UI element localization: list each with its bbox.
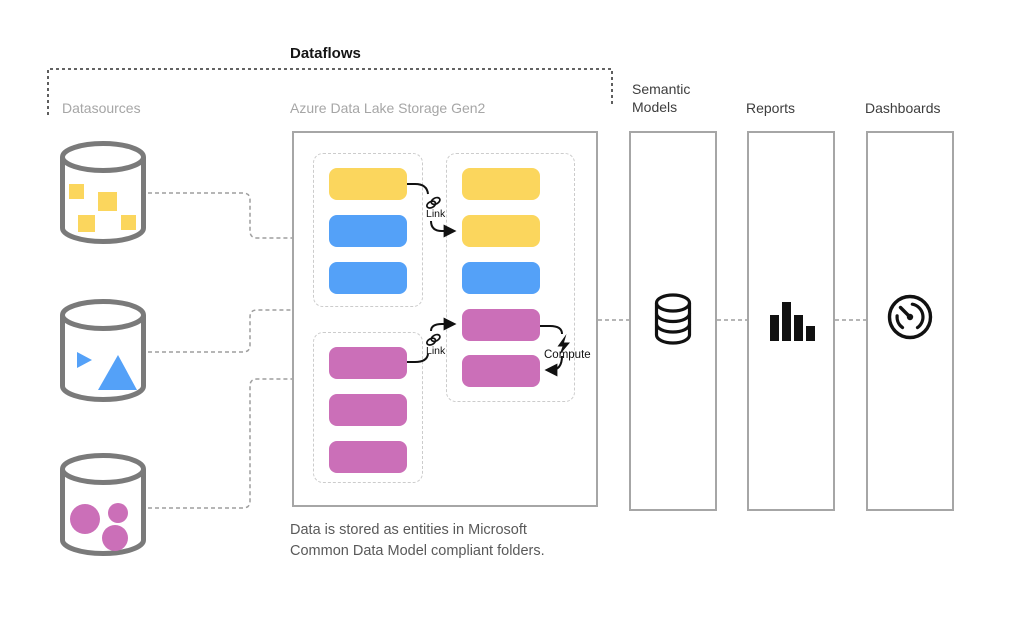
datasource-cylinder-circles <box>60 453 146 556</box>
triangle-shape <box>98 355 137 390</box>
square-shape <box>98 192 117 211</box>
compute-label: Compute <box>544 349 591 361</box>
entity-rect <box>462 215 540 247</box>
entity-rect <box>462 168 540 200</box>
entity-rect <box>329 215 407 247</box>
dataflows-title: Dataflows <box>290 45 361 62</box>
cylinder-top <box>60 141 146 173</box>
datasources-label: Datasources <box>62 100 141 116</box>
triangle-shape <box>77 352 92 368</box>
connector-datasource1-to-adls <box>148 192 292 239</box>
bar-chart-icon <box>770 302 815 341</box>
semantic-models-label: Semantic Models <box>632 81 691 116</box>
dataflow-group-b <box>446 153 575 402</box>
reports-label: Reports <box>746 100 796 116</box>
datasource-cylinder-triangles <box>60 299 146 402</box>
link2-label: Link <box>426 345 446 357</box>
cylinder-top <box>60 299 146 331</box>
cylinder-top <box>60 453 146 485</box>
entity-rect <box>329 347 407 379</box>
square-shape <box>121 215 136 230</box>
adls-label: Azure Data Lake Storage Gen2 <box>290 100 486 116</box>
circle-shape <box>102 525 128 551</box>
database-stack-icon <box>654 293 692 345</box>
connector-datasource3-to-adls <box>148 378 292 509</box>
square-shape <box>69 184 84 199</box>
gauge-icon <box>887 294 933 340</box>
entity-rect <box>329 394 407 426</box>
connector-datasource2-to-adls <box>148 309 292 353</box>
dataflow-group-a <box>313 153 423 307</box>
entity-rect <box>462 355 540 387</box>
dataflow-group-c <box>313 332 423 483</box>
circle-shape <box>70 504 100 534</box>
entity-rect <box>329 441 407 473</box>
entity-rect <box>462 309 540 341</box>
entity-rect <box>329 262 407 294</box>
dashboards-label: Dashboards <box>865 100 941 116</box>
link1-label: Link <box>426 208 446 220</box>
adls-caption: Data is stored as entities in Microsoft … <box>290 522 545 560</box>
entity-rect <box>462 262 540 294</box>
entity-rect <box>329 168 407 200</box>
dashboards-box <box>866 131 954 511</box>
datasource-cylinder-squares <box>60 141 146 244</box>
square-shape <box>78 215 95 232</box>
circle-shape <box>108 503 128 523</box>
